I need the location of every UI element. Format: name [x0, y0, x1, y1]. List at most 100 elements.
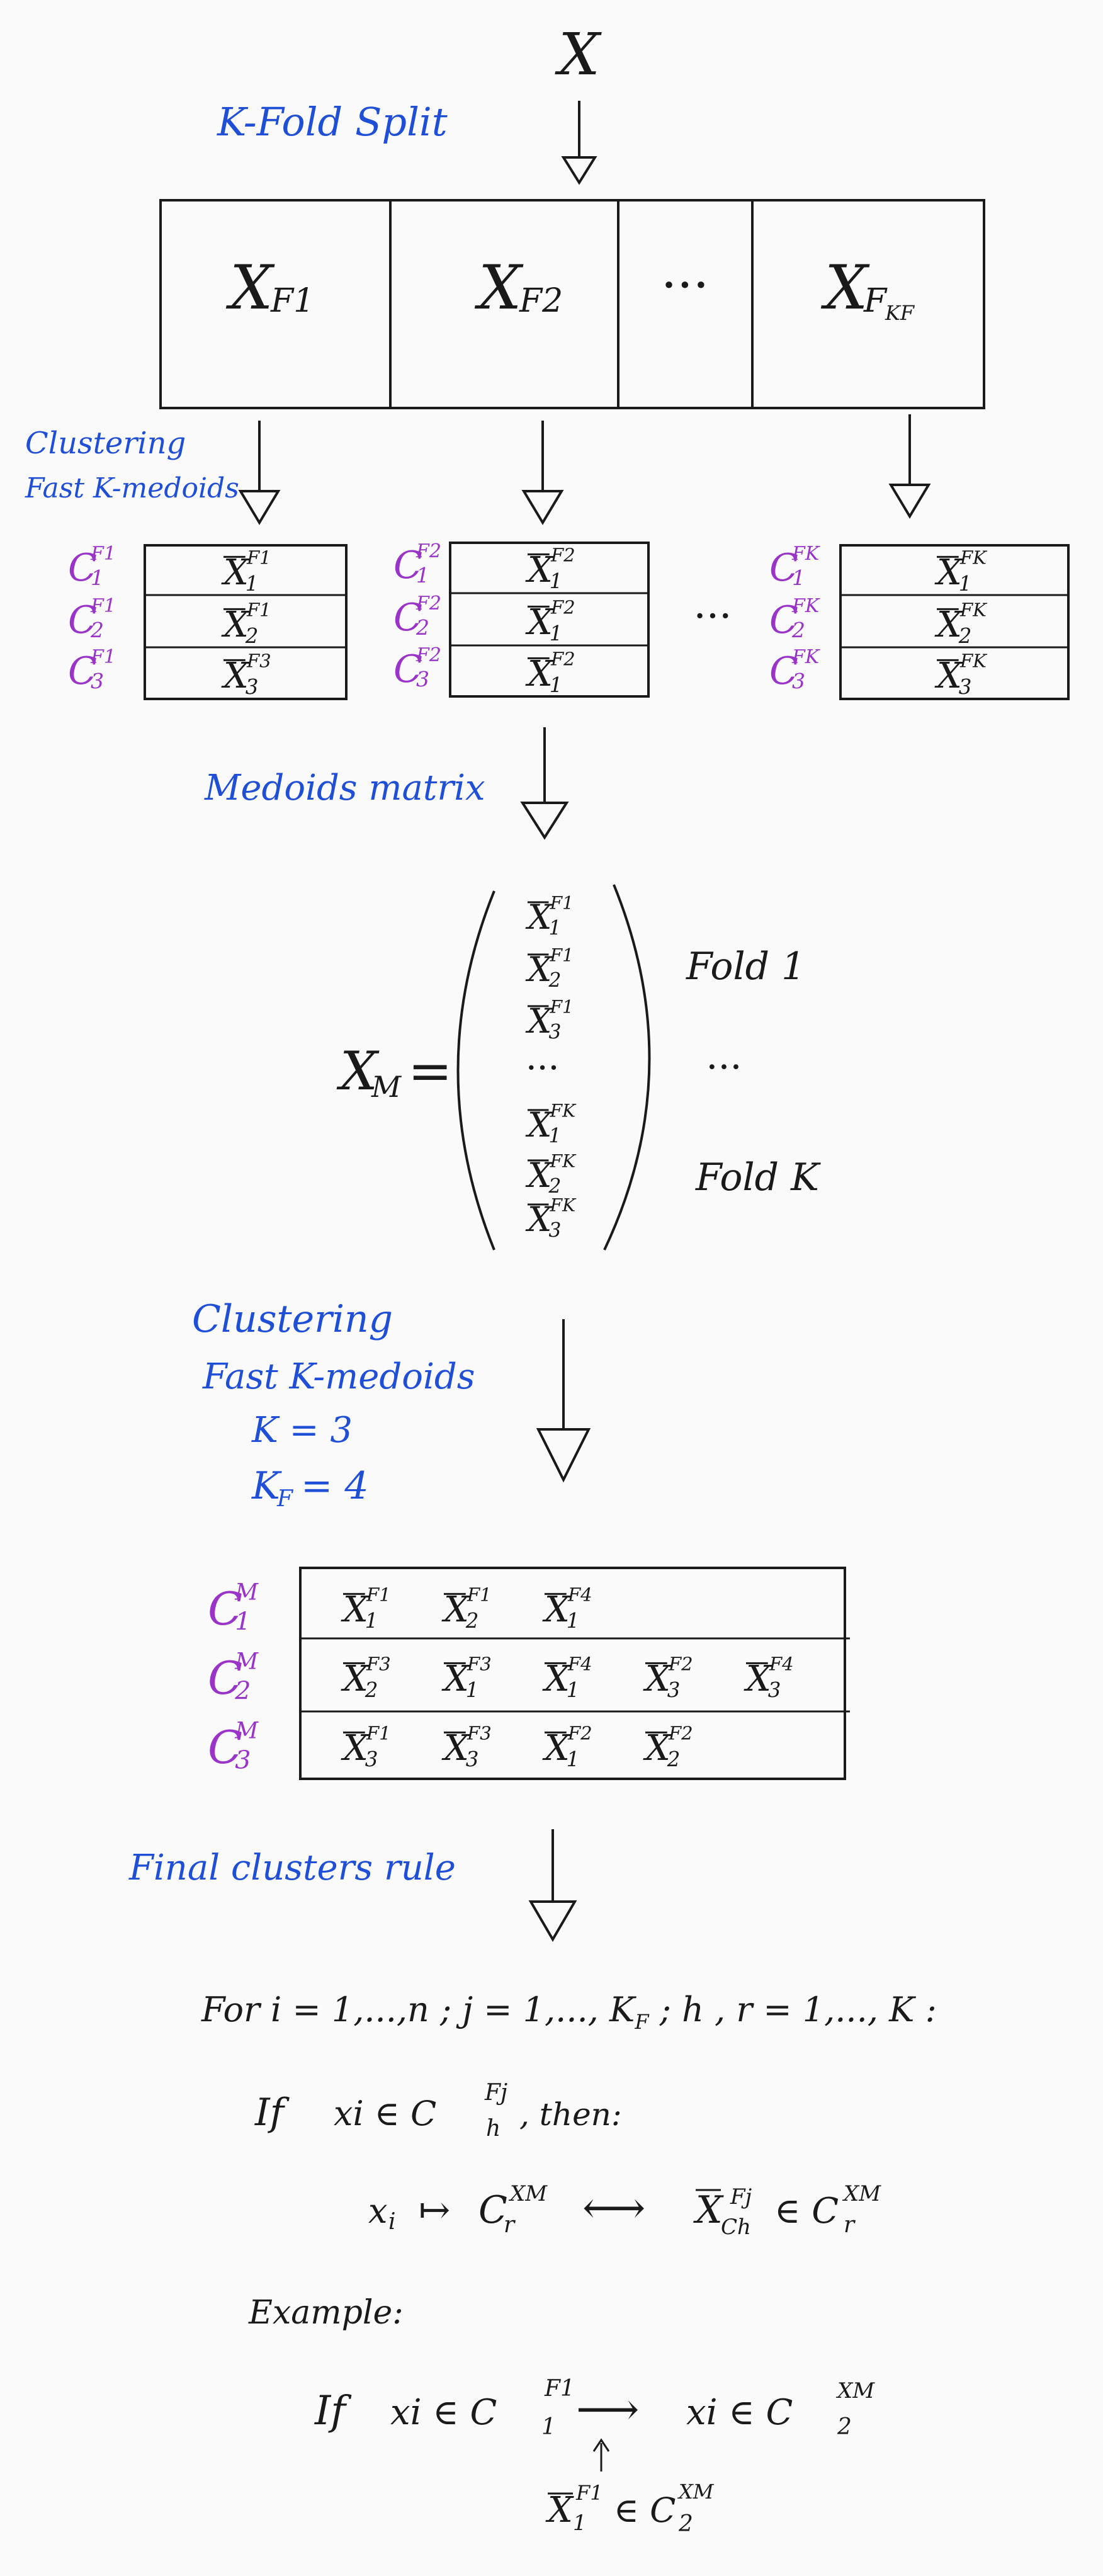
final-cluster-label: C1M — [208, 1579, 259, 1636]
matrix-entry-base: X — [525, 1001, 553, 1041]
rule-map-lhs: x — [368, 2191, 387, 2231]
final-cluster-table — [299, 1567, 850, 1780]
arrow-down-icon — [528, 1829, 577, 1942]
fold-2-base: X — [474, 252, 524, 323]
rule-map-line: x i ↦ C r XM ⟷ X Ch Fj ∈ C r XM — [368, 2181, 881, 2240]
step2-k-value: K = 3 — [251, 1410, 353, 1451]
step1-clustering-label: Clustering — [25, 426, 186, 461]
rule-map-arrow: ↦ — [419, 2188, 450, 2232]
fold-medoid-entry-base: X — [934, 604, 963, 645]
arrow-up-icon — [592, 2438, 610, 2471]
final-cluster-member-sup: F2 — [567, 1723, 592, 1744]
rule-map-c: C — [478, 2188, 507, 2232]
arrow-down-icon — [888, 414, 931, 519]
step2-method-label: Fast K-medoids — [202, 1356, 475, 1397]
fold-cluster-label-base: C — [393, 647, 422, 691]
rule-map-rhs-in: ∈ C — [774, 2191, 839, 2232]
final-cluster-label-sup: M — [234, 1648, 259, 1674]
final-cluster-member-base: X — [542, 1728, 571, 1769]
final-cluster-member-base: X — [542, 1589, 571, 1630]
fold-medoid-entry-base: X — [934, 552, 963, 593]
fold-medoid-entry-sub: 1 — [550, 569, 563, 593]
fold-cluster-label-sub: 2 — [416, 615, 429, 640]
final-cluster-member-base: X — [441, 1728, 470, 1769]
matrix-left-paren — [456, 890, 495, 1251]
step2-kf-label: K — [251, 1464, 282, 1508]
final-cluster-label-base: C — [208, 1721, 242, 1774]
medoids-matrix-label: Medoids matrix — [204, 768, 485, 809]
example-reason-x: X — [545, 2490, 574, 2531]
fold-medoid-entry-sup: F2 — [550, 545, 575, 566]
matrix-lhs-sub: M — [371, 1070, 402, 1104]
matrix-right-paren — [603, 884, 651, 1251]
matrix-entry-sub: 1 — [548, 1125, 561, 1148]
fold-k-subsub: KF — [885, 301, 915, 325]
example-lhs-sub: 1 — [541, 2414, 556, 2440]
example-reason-c-sup: XM — [677, 2480, 715, 2504]
fold-medoid-entry-sup: F1 — [246, 599, 271, 621]
final-cluster-member-base: X — [341, 1589, 370, 1630]
rule-map-c-sub: r — [504, 2212, 516, 2238]
final-cluster-member-base: X — [643, 1728, 672, 1769]
rule-map-rhs-c-sub: r — [844, 2212, 856, 2238]
rule-if-sup: Fj — [484, 2080, 507, 2106]
fold-cell-2: X F2 — [474, 252, 563, 323]
final-cluster-member-sub: 2 — [667, 1747, 681, 1771]
fold-cluster-label-base: C — [393, 543, 422, 587]
arrow-down-icon — [536, 1319, 591, 1483]
fold-cluster-label-sup: FK — [791, 543, 820, 565]
final-cluster-member-sub: 2 — [465, 1609, 479, 1633]
example-lhs-sup: F1 — [544, 2376, 575, 2402]
final-cluster-member-sup: F3 — [467, 1654, 492, 1675]
matrix-entry-base: X — [525, 950, 553, 989]
example-reason-sub: 1 — [573, 2511, 587, 2536]
matrix-entry-sup: F1 — [550, 997, 574, 1018]
final-cluster-label-sub: 3 — [235, 1746, 251, 1775]
fold-cluster-label-sup: F1 — [90, 595, 116, 617]
fold-cluster-label-sup: F1 — [90, 543, 116, 565]
fold-cluster-label-sub: 2 — [90, 618, 104, 642]
final-cluster-member-sup: F1 — [366, 1584, 391, 1606]
final-cluster-member-sup: F4 — [567, 1584, 592, 1606]
fold-cluster-label-sup: FK — [791, 595, 820, 617]
step2-kf-value: = 4 — [301, 1464, 369, 1508]
final-cluster-member-sub: 1 — [567, 1747, 580, 1771]
input-x-label: X — [555, 21, 602, 88]
arrow-down-icon — [238, 421, 281, 525]
fold-cluster-label-sub: 3 — [416, 667, 429, 691]
rule-if-word: If — [254, 2091, 290, 2135]
final-cluster-member: X1 F2 — [542, 1723, 592, 1772]
final-cluster-member-base: X — [542, 1659, 571, 1699]
matrix-entry-sup: FK — [550, 1151, 577, 1172]
fold-medoid-entry-sub: 1 — [550, 621, 563, 645]
final-cluster-label-base: C — [208, 1582, 242, 1635]
final-cluster-label-sup: M — [234, 1718, 259, 1744]
final-cluster-member-sup: F4 — [567, 1654, 592, 1675]
matrix-entry-base: X — [525, 1105, 553, 1145]
final-cluster-member: X1 F4 — [542, 1654, 592, 1703]
arrow-down-icon — [561, 101, 597, 185]
fold-cluster-label-sub: 1 — [416, 563, 429, 587]
final-cluster-member-sup: F2 — [668, 1654, 693, 1675]
example-line: If xi ∈ C 1 F1 ⟶ xi ∈ C 2 XM — [314, 2376, 875, 2440]
fold-k-sub: F — [863, 282, 888, 320]
final-cluster-label: C3M — [208, 1718, 259, 1774]
fold-medoid-entry-sub: 3 — [246, 675, 259, 699]
fold-cluster-label-sub: 3 — [792, 669, 805, 693]
fold-cluster-label-base: C — [393, 596, 422, 640]
matrix-entry-base: X — [525, 1200, 553, 1239]
final-cluster-member-sub: 1 — [567, 1678, 580, 1702]
arrow-down-icon — [521, 421, 564, 525]
